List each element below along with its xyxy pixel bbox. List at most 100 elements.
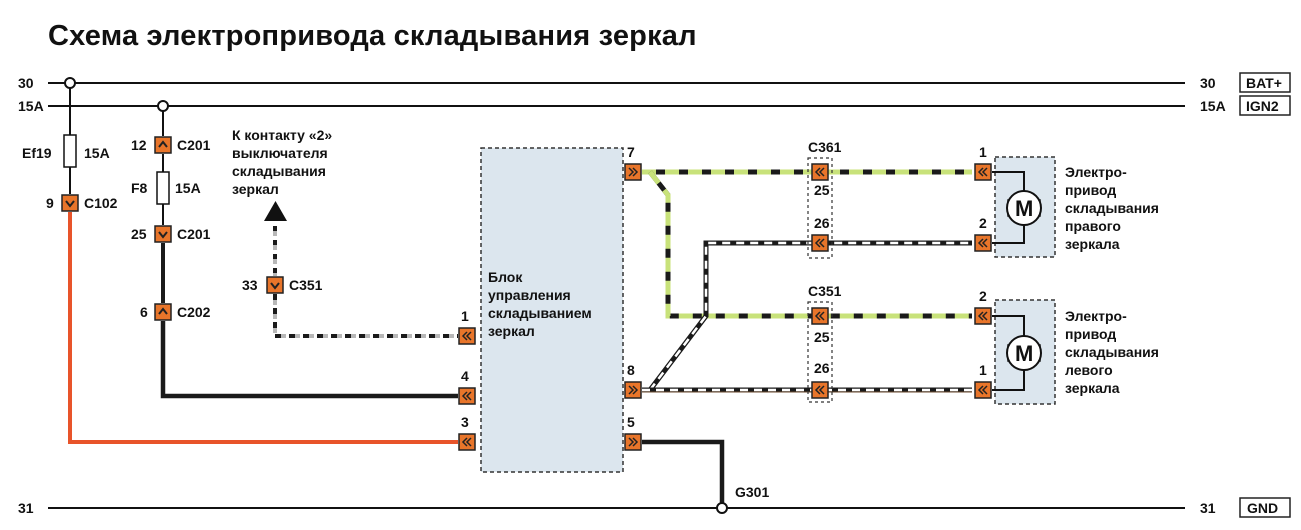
motor-left-symbol-icon: [1006, 335, 1042, 371]
rail-15a-right-label: 15A: [1200, 98, 1226, 114]
rail-31-left-label: 31: [18, 500, 34, 516]
motor-right-line-4: правого: [1065, 218, 1121, 234]
module-line-2: управления: [488, 287, 571, 303]
control-module: [480, 147, 624, 473]
gnd-box-label: GND: [1247, 500, 1278, 516]
wire-switch-to-module-1-stripe: [273, 300, 458, 338]
motor-left-line-2: привод: [1065, 326, 1116, 342]
connector-c201-bottom: [154, 225, 172, 243]
splice-15a: [157, 100, 169, 112]
wire-switch-to-module-1: [273, 294, 458, 338]
c102-pin: 9: [46, 195, 54, 211]
module-pin-5-connector: [624, 433, 642, 451]
connector-c361-pin-25: [811, 163, 829, 181]
c201-top-pin: 12: [131, 137, 147, 153]
motor-right-symbol: M: [1015, 196, 1033, 221]
motor-left-lead-top: [992, 315, 1025, 336]
c202-name: C202: [177, 304, 211, 320]
note-line-1: К контакту «2»: [232, 127, 332, 143]
splice-30: [64, 77, 76, 89]
motor-right-pin-top: 1: [979, 144, 987, 160]
module-pin-8-connector: [624, 381, 642, 399]
module-pin-8: 8: [627, 362, 635, 378]
module-pin-3: 3: [461, 414, 469, 430]
module-line-3: складыванием: [488, 305, 592, 321]
wire-black-to-module-4: [160, 321, 458, 399]
c361-pin-top: 25: [814, 182, 830, 198]
c351-pin-top: 25: [814, 329, 830, 345]
ign-box: [1239, 95, 1291, 116]
module-pin-4-connector: [458, 387, 476, 405]
ef19-rating: 15A: [84, 145, 110, 161]
motor-right-lead-top: [992, 171, 1025, 191]
motor-left-lead-bottom: [992, 370, 1025, 391]
motor-right-line-2: привод: [1065, 182, 1116, 198]
c202-pin: 6: [140, 304, 148, 320]
motor-left-pin-1-connector: [974, 381, 992, 399]
note-line-2: выключателя: [232, 145, 328, 161]
gnd-box: [1239, 497, 1291, 518]
module-pin-7: 7: [627, 144, 635, 160]
module-pin-3-connector: [458, 433, 476, 451]
fuse-ef19: [63, 134, 77, 168]
module-pin-5: 5: [627, 414, 635, 430]
motor-left-line-3: складывания: [1065, 344, 1159, 360]
motor-left-pin-bottom: 1: [979, 362, 987, 378]
c351-switch-pin: 33: [242, 277, 258, 293]
c201-bottom-name: C201: [177, 226, 211, 242]
c201-top-name: C201: [177, 137, 211, 153]
rail-30-right-label: 30: [1200, 75, 1216, 91]
module-line-1: Блок: [488, 269, 523, 285]
c361-pin-bottom: 26: [814, 215, 830, 231]
rail-30-left-label: 30: [18, 75, 34, 91]
motor-right-symbol-icon: [1006, 190, 1042, 226]
ground-splice-g301: [716, 502, 728, 514]
c201-bottom-pin: 25: [131, 226, 147, 242]
module-pin-4: 4: [461, 368, 469, 384]
wire-red-to-module-3: [68, 212, 458, 444]
c361-name: C361: [808, 139, 842, 155]
wire-brownwhite-group: [642, 240, 972, 393]
ef19-name: Ef19: [22, 145, 52, 161]
connector-c361-housing: [807, 157, 833, 259]
motor-right-line-1: Электро-: [1065, 164, 1127, 180]
fuse-f8: [156, 171, 170, 205]
connector-c201-top: [154, 136, 172, 154]
motor-right-line-5: зеркала: [1065, 236, 1120, 252]
module-pin-1: 1: [461, 308, 469, 324]
motor-left-pin-top: 2: [979, 288, 987, 304]
c351-pin-bottom: 26: [814, 360, 830, 376]
note-line-4: зеркал: [232, 181, 279, 197]
connector-c351-pin-26: [811, 381, 829, 399]
motor-right-pin-2-connector: [974, 234, 992, 252]
arrow-to-switch: [264, 201, 287, 221]
connector-c202: [154, 303, 172, 321]
module-line-4: зеркал: [488, 323, 535, 339]
wire-ground-g301: [642, 439, 725, 508]
motor-left-line-4: левого: [1065, 362, 1113, 378]
connector-c351-switch: [266, 276, 284, 294]
wire-bw-8-to-right-motor-stripe: [649, 241, 972, 391]
rail-15a-left-label: 15A: [18, 98, 44, 114]
module-pin-7-connector: [624, 163, 642, 181]
bat-box: [1239, 72, 1291, 93]
motor-left-line-5: зеркала: [1065, 380, 1120, 396]
motor-right-pin-1-connector: [974, 163, 992, 181]
c351-switch-name: C351: [289, 277, 323, 293]
connector-c351-housing: [807, 301, 833, 403]
motor-left-line-1: Электро-: [1065, 308, 1127, 324]
bat-box-label: BAT+: [1246, 75, 1282, 91]
connector-c361-pin-26: [811, 234, 829, 252]
motor-left-pin-2-connector: [974, 307, 992, 325]
connector-c102: [61, 194, 79, 212]
motor-left-symbol: M: [1015, 341, 1033, 366]
note-line-3: складывания: [232, 163, 326, 179]
motor-right-lead-bottom: [992, 225, 1025, 244]
f8-name: F8: [131, 180, 148, 196]
f8-rating: 15A: [175, 180, 201, 196]
motor-right-pin-bottom: 2: [979, 215, 987, 231]
connector-c351-pin-25: [811, 307, 829, 325]
motor-right-line-3: складывания: [1065, 200, 1159, 216]
g301-label: G301: [735, 484, 769, 500]
